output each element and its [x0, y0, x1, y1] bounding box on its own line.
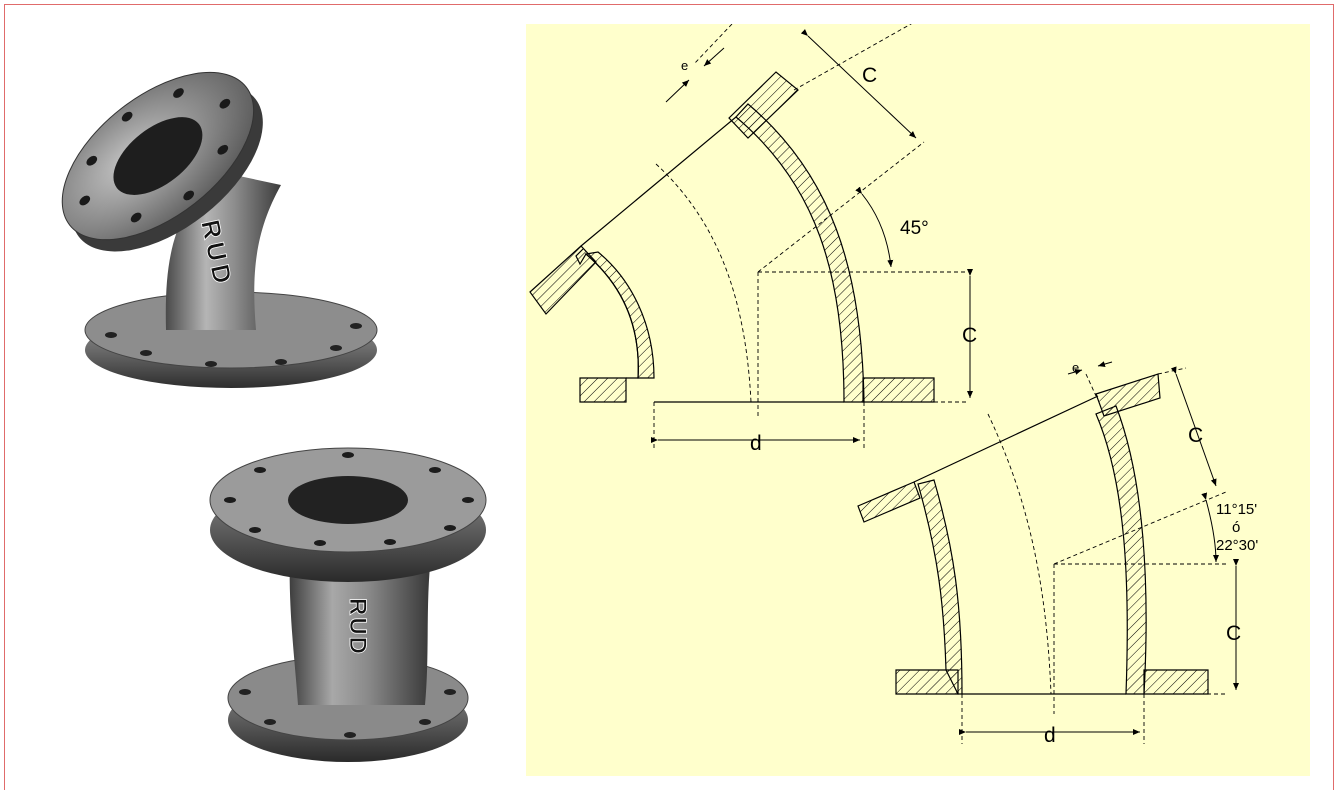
- page-frame: [4, 4, 1334, 790]
- dim-e-small: e: [1072, 360, 1079, 375]
- left-flange-section-bottom: [579, 377, 627, 403]
- right-flange-section-bottom: [862, 377, 935, 403]
- inner-wall-section: [584, 251, 655, 379]
- dim-c-top-45: C: [862, 64, 877, 87]
- outer-wall-section: [735, 103, 865, 403]
- small-bend-dimensions: [959, 361, 1239, 735]
- elbow-45-photo: RUD: [36, 30, 396, 400]
- angle-or: ó: [1232, 519, 1240, 536]
- bottom-photo-marking: RUD: [344, 598, 371, 656]
- dim-d-small: d: [1044, 724, 1056, 747]
- angle-11-15: 11°15': [1216, 501, 1257, 518]
- drawing-panel: C C d e 45°: [526, 24, 1310, 776]
- elbow-45-dimensions: [651, 29, 973, 443]
- angle-45: 45°: [900, 218, 929, 239]
- small-left-top-flange: [857, 481, 921, 523]
- top-flange: [61, 71, 263, 252]
- dim-e-45: e: [681, 58, 688, 73]
- small-right-wall-section: [1095, 405, 1147, 695]
- small-bend-drawing: [857, 373, 1209, 695]
- upper-left-flange-section: [529, 245, 597, 315]
- dim-c-top-small: C: [1188, 424, 1203, 447]
- small-left-wall-section: [917, 479, 963, 695]
- top-flange-section: [728, 71, 799, 139]
- upper-flange-bolt-holes: [224, 452, 474, 546]
- small-right-flange-section: [1143, 669, 1209, 695]
- bore: [288, 476, 408, 524]
- elbow-45-drawing: [529, 71, 935, 403]
- dim-c-side-45: C: [962, 324, 977, 347]
- elbow-45-construction-lines: [653, 24, 966, 449]
- dim-d-45: d: [750, 432, 762, 455]
- small-top-flange-section: [1095, 373, 1161, 417]
- bottom-flange-bolt-holes: [105, 323, 362, 367]
- bend-body: [289, 548, 432, 705]
- elbow-small-angle-photo: RUD: [200, 430, 500, 780]
- angle-22-30: 22°30': [1216, 537, 1258, 554]
- dim-c-side-small: C: [1226, 622, 1241, 645]
